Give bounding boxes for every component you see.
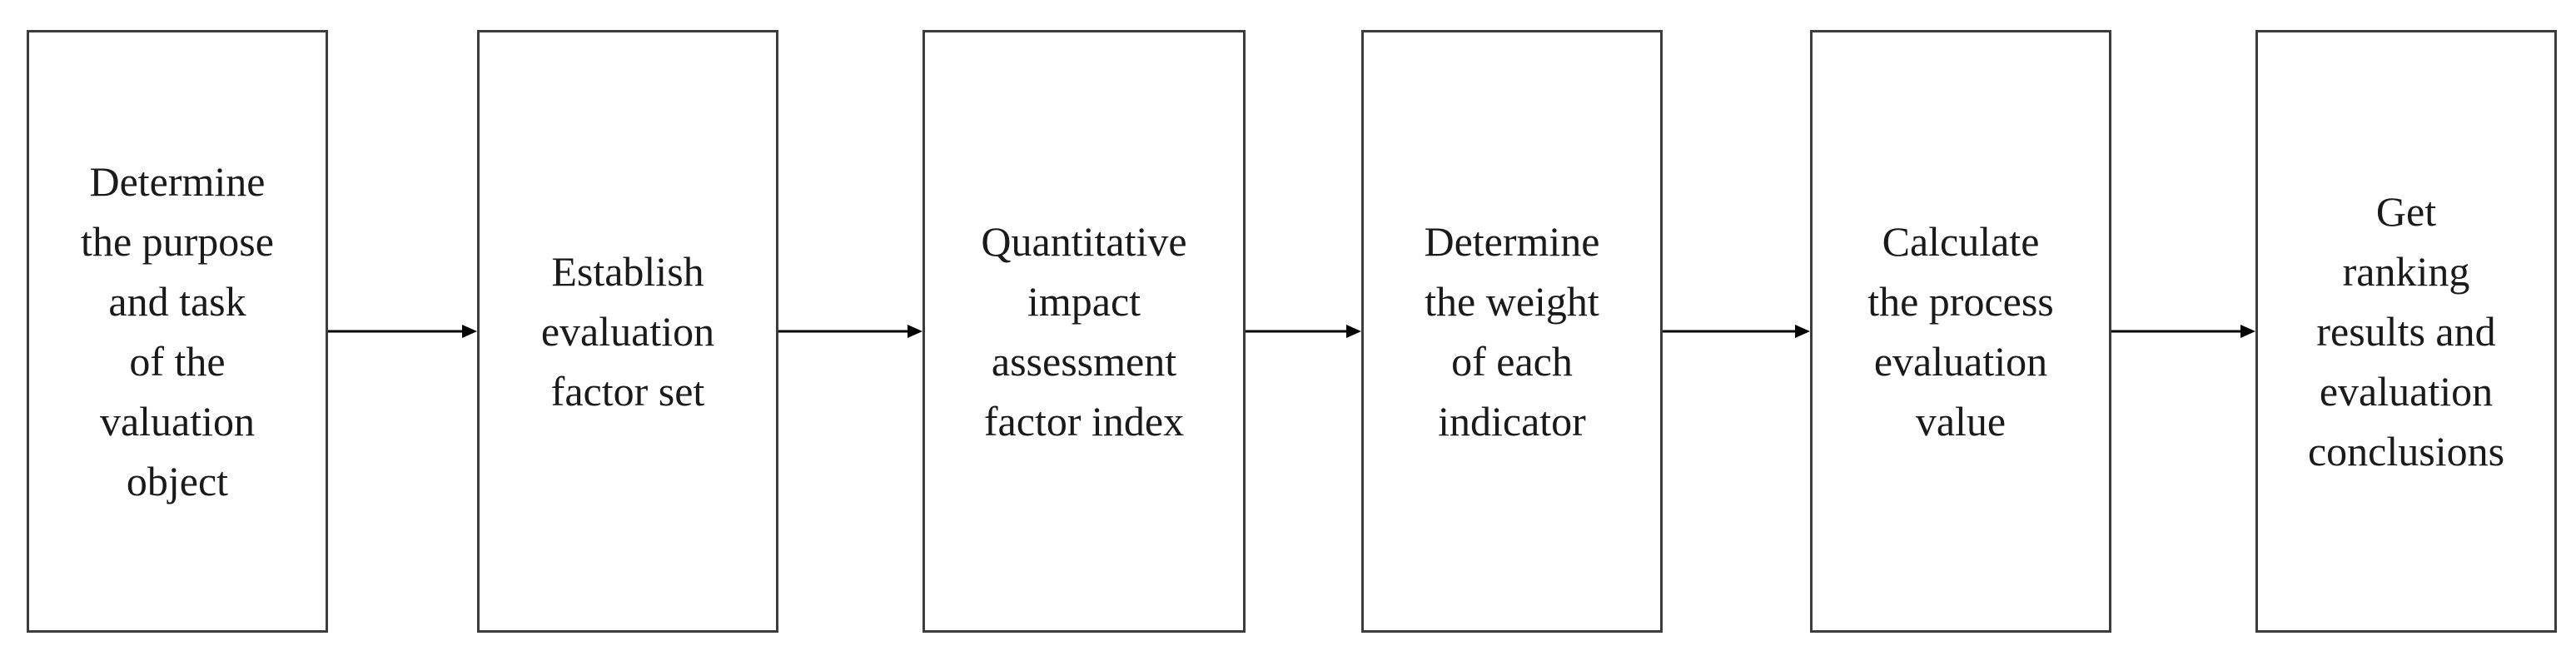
step-label: Determine the purpose and task of the va… xyxy=(81,158,274,504)
step-box-establish-factor-set: Establish evaluation factor set xyxy=(477,30,778,633)
step-label: Determine the weight of each indicator xyxy=(1424,218,1600,445)
arrow-2-to-3 xyxy=(778,325,922,338)
step-box-get-results: Get ranking results and evaluation concl… xyxy=(2255,30,2557,633)
step-box-determine-purpose: Determine the purpose and task of the va… xyxy=(27,30,328,633)
step-box-quantitative-index: Quantitative impact assessment factor in… xyxy=(922,30,1246,633)
step-label: Calculate the process evaluation value xyxy=(1867,218,2054,445)
arrow-1-to-2 xyxy=(328,325,477,338)
arrow-5-to-6 xyxy=(2111,325,2255,338)
step-label: Get ranking results and evaluation concl… xyxy=(2307,188,2505,475)
step-box-determine-weight: Determine the weight of each indicator xyxy=(1361,30,1663,633)
step-label: Establish evaluation factor set xyxy=(540,248,715,415)
arrow-4-to-5 xyxy=(1663,325,1810,338)
arrow-3-to-4 xyxy=(1246,325,1361,338)
step-label: Quantitative impact assessment factor in… xyxy=(981,218,1187,445)
step-box-calculate-value: Calculate the process evaluation value xyxy=(1810,30,2111,633)
